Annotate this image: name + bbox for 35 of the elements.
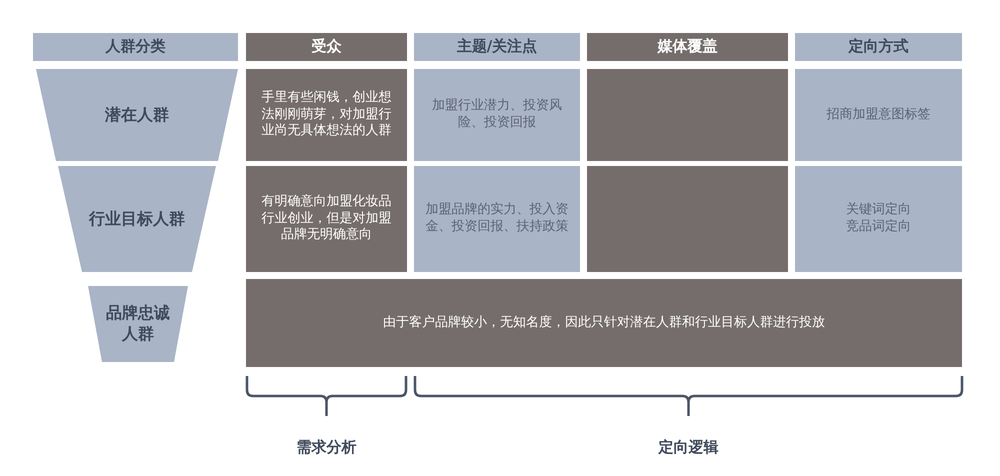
media-cell [587,69,788,161]
table-cell [246,69,407,161]
table-cell [246,279,962,367]
funnel-segment [36,69,238,161]
cell-text: 有明确意向加盟化妆品行业创业，但是对加盟品牌无明确意向 [260,194,392,244]
table-cell [414,166,580,272]
funnel-segment [58,166,216,272]
funnel-segment [88,286,188,362]
column-heading: 受众 [312,37,342,57]
media-cell [587,166,788,272]
cell-text: 由于客户品牌较小，无知名度，因此只针对潜在人群和行业目标人群进行投放 [383,314,825,332]
header-cell [795,33,962,61]
cell-text: 竞品词定向 [846,219,911,236]
cell-text: 手里有些闲钱，创业想法刚刚萌芽，对加盟行业尚无具体想法的人群 [260,90,392,140]
table-cell [414,69,580,161]
header-cell [414,33,580,61]
column-heading: 主题/关注点 [456,37,538,57]
cell-text: 关键词定向 [846,202,911,219]
segment-label: 潜在人群 [105,104,169,126]
header-cell [33,33,238,61]
bracket-label: 定向逻辑 [658,438,718,457]
header-cell [587,33,788,61]
column-heading: 定向方式 [848,37,908,57]
cell-text: 加盟行业潜力、投资风险、投资回报 [431,98,563,132]
segment-label: 品牌忠诚人群 [106,303,170,345]
column-heading: 媒体覆盖 [658,37,718,57]
table-cell [795,69,962,161]
bracket-label: 需求分析 [296,438,356,457]
table-cell [795,166,962,272]
header-cell [246,33,407,61]
column-heading: 人群分类 [106,37,166,57]
table-cell [246,166,407,272]
cell-text: 招商加盟意图标签 [826,106,930,124]
segment-label: 行业目标人群 [89,208,185,230]
cell-text: 加盟品牌的实力、投入资金、投资回报、扶持政策 [424,202,570,236]
